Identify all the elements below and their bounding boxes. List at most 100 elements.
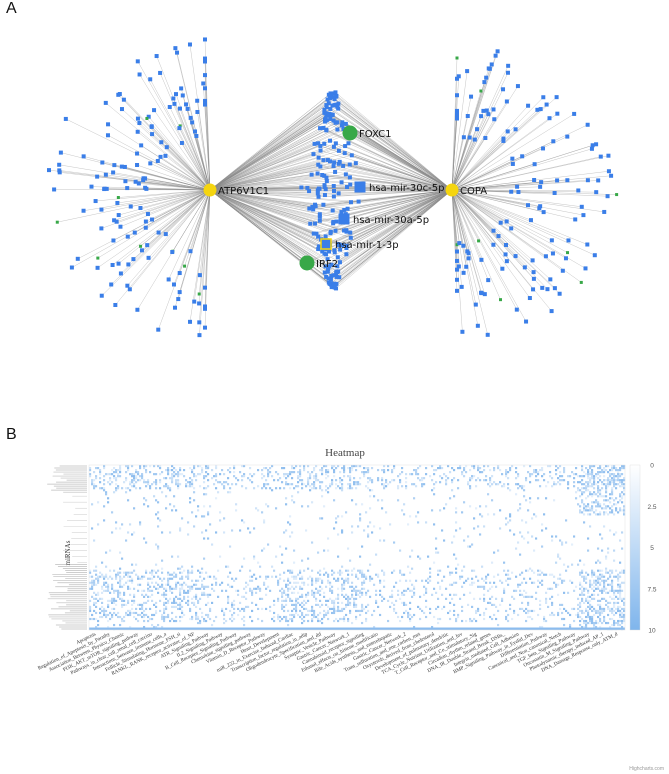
heatmap-cell — [331, 601, 334, 604]
heatmap-cell — [441, 529, 444, 532]
heatmap-cell — [193, 525, 196, 528]
heatmap-cell — [157, 525, 160, 528]
heatmap-cell — [429, 475, 432, 478]
heatmap-colorbar: 02.557.510 — [629, 463, 657, 635]
heatmap-cell — [205, 487, 208, 490]
heatmap-cell — [127, 587, 130, 590]
heatmap-cell — [407, 615, 410, 619]
network-node — [526, 103, 531, 108]
network-node — [520, 154, 525, 159]
network-node — [316, 234, 321, 239]
heatmap-cell — [205, 619, 208, 623]
heatmap-cell — [439, 475, 442, 478]
network-edge — [209, 189, 347, 231]
network-edge — [451, 189, 588, 245]
heatmap-cell — [333, 619, 336, 623]
heatmap-cell — [553, 613, 556, 617]
network-node — [203, 73, 207, 78]
heatmap-cell — [291, 599, 294, 602]
network-edge — [172, 189, 211, 253]
heatmap-cell — [605, 571, 608, 574]
heatmap-cell — [171, 479, 174, 482]
heatmap-cell — [181, 609, 184, 613]
heatmap-cell — [589, 595, 592, 598]
network-node — [331, 221, 336, 226]
heatmap-cell — [467, 535, 470, 538]
heatmap-cell — [489, 469, 492, 472]
heatmap-cell — [403, 603, 406, 606]
network-edge — [451, 189, 517, 310]
heatmap-cell — [559, 607, 562, 611]
heatmap-cell — [265, 587, 268, 590]
network-node — [145, 243, 150, 248]
heatmap-cell — [323, 609, 326, 613]
heatmap-cell — [325, 489, 328, 492]
heatmap-cell — [583, 521, 586, 524]
heatmap-cell — [597, 471, 600, 474]
heatmap-cell — [623, 493, 626, 496]
heatmap-cell — [115, 471, 118, 474]
heatmap-cell — [293, 575, 296, 578]
panel-a-letter: A — [6, 0, 17, 17]
heatmap-cell — [333, 577, 336, 580]
heatmap-cell — [615, 469, 618, 472]
heatmap-cell — [151, 581, 154, 584]
heatmap-cell — [425, 599, 428, 602]
heatmap-cell — [321, 603, 324, 606]
heatmap-cell — [563, 469, 566, 472]
heatmap-cell — [619, 623, 622, 627]
heatmap-cell — [357, 483, 360, 486]
heatmap-cell — [179, 469, 182, 472]
heatmap-cell — [619, 605, 622, 609]
heatmap-cell — [519, 583, 522, 586]
heatmap-cell — [187, 481, 190, 484]
heatmap-cell — [495, 597, 498, 600]
heatmap-cell — [595, 581, 598, 584]
heatmap-cell — [161, 471, 164, 474]
heatmap-cell — [187, 595, 190, 598]
heatmap-cell — [605, 495, 608, 498]
heatmap-cell — [563, 617, 566, 621]
network-node — [332, 250, 337, 255]
heatmap-cell — [583, 507, 586, 510]
heatmap-cell — [151, 483, 154, 486]
heatmap-cell — [255, 591, 258, 594]
heatmap-cell — [143, 615, 146, 619]
heatmap-cell — [197, 569, 200, 572]
heatmap-cell — [621, 621, 624, 625]
heatmap-cell — [595, 473, 598, 476]
network-edge — [333, 165, 453, 191]
heatmap-cell — [589, 621, 592, 625]
network-edge — [150, 163, 211, 191]
heatmap-cell — [277, 617, 280, 621]
network-edge — [118, 94, 211, 191]
heatmap-cell — [491, 475, 494, 478]
heatmap-cell — [359, 571, 362, 574]
heatmap-cell — [119, 567, 122, 570]
heatmap-cell — [297, 475, 300, 478]
heatmap-cell — [527, 615, 530, 619]
heatmap-cell — [133, 569, 136, 572]
heatmap-cell — [617, 575, 620, 578]
heatmap-cell — [317, 603, 320, 606]
network-node — [549, 309, 554, 314]
heatmap-cell — [593, 579, 596, 582]
heatmap-cell — [159, 467, 162, 470]
heatmap-cell — [151, 593, 154, 596]
heatmap-cell — [231, 585, 234, 588]
heatmap-cell — [215, 581, 218, 584]
heatmap-cell — [611, 497, 614, 500]
heatmap-cell — [511, 465, 514, 468]
heatmap-cell — [227, 483, 230, 486]
network-node — [592, 253, 597, 258]
heatmap-cell — [607, 621, 610, 625]
network-edge — [345, 189, 453, 215]
network-edge — [209, 189, 326, 237]
heatmap-cell — [269, 609, 272, 613]
heatmap-cell — [89, 587, 92, 590]
heatmap-cell — [597, 487, 600, 490]
heatmap-cell — [247, 605, 250, 609]
heatmap-cell — [341, 515, 344, 518]
heatmap-cell — [525, 499, 528, 502]
heatmap-cell — [447, 611, 450, 615]
